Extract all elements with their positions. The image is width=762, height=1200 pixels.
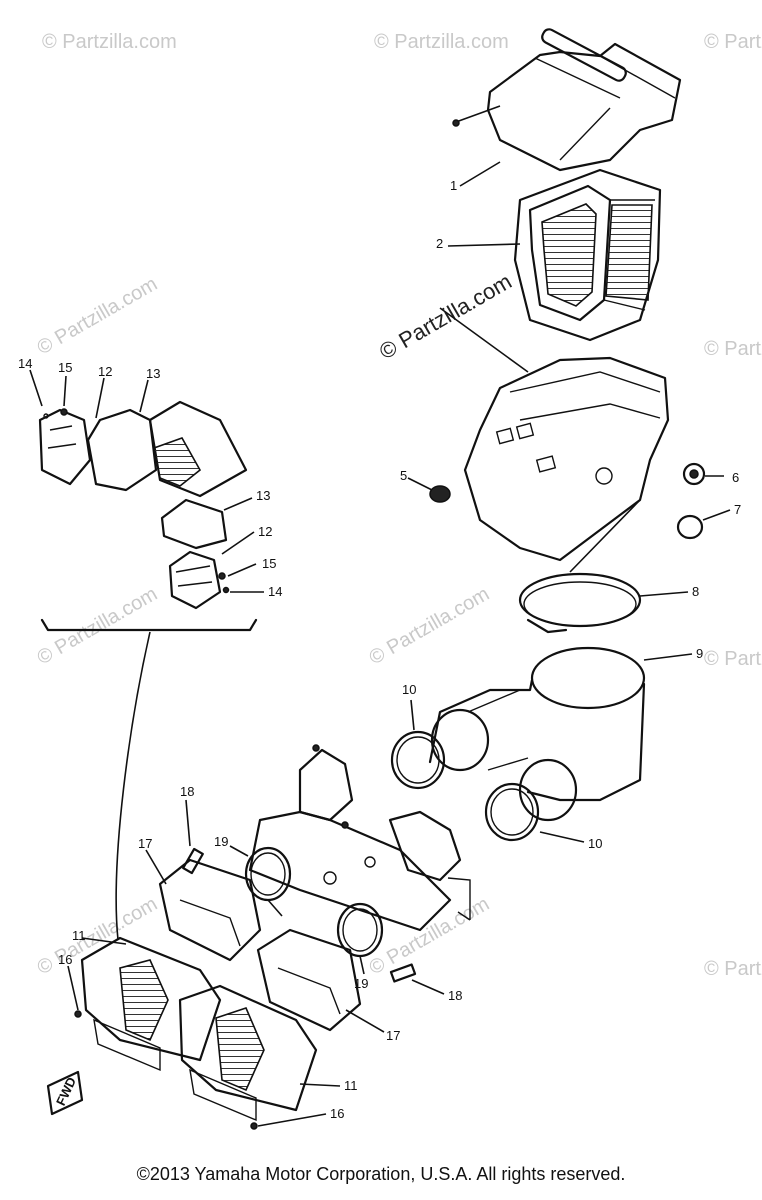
callout-16-lower: 16 bbox=[330, 1106, 344, 1121]
callout-14-top: 14 bbox=[18, 356, 32, 371]
watermark-11: © Partzilla.com bbox=[704, 958, 762, 980]
callout-11-upper: 11 bbox=[72, 928, 86, 943]
watermark-7: © Partzilla.com bbox=[366, 583, 494, 669]
callout-18-upper: 18 bbox=[180, 784, 194, 799]
callout-14-bottom: 14 bbox=[268, 584, 282, 599]
part-intake-joint bbox=[428, 646, 693, 822]
fwd-marker: FWD bbox=[46, 1070, 84, 1116]
callout-18-lower: 18 bbox=[448, 988, 462, 1003]
callout-6: 6 bbox=[732, 470, 739, 485]
copyright-notice: ©2013 Yamaha Motor Corporation, U.S.A. A… bbox=[136, 1164, 626, 1184]
part-reed-block-upper bbox=[80, 936, 222, 1072]
callout-12-bottom: 12 bbox=[258, 524, 272, 539]
callout-9: 9 bbox=[696, 646, 703, 661]
callout-5: 5 bbox=[400, 468, 407, 483]
part-reed-valve-detail bbox=[29, 369, 264, 941]
part-manifold-lower bbox=[256, 928, 385, 1033]
callout-12-top: 12 bbox=[98, 364, 112, 379]
callout-15-bottom: 15 bbox=[262, 556, 276, 571]
watermark-4: © Partzilla.com bbox=[34, 273, 162, 359]
watermark-6: © Partzilla.com bbox=[34, 583, 162, 669]
part-ring bbox=[676, 509, 731, 540]
watermark-8: © Partzilla.com bbox=[704, 648, 762, 670]
part-carb-clamp-lower bbox=[336, 902, 384, 975]
part-filter-element bbox=[513, 168, 662, 342]
watermark-2: © Partzilla.com bbox=[374, 31, 509, 53]
watermark-3: © Partzilla.com bbox=[704, 31, 762, 53]
part-air-case bbox=[439, 307, 670, 573]
callout-1: 1 bbox=[450, 178, 457, 193]
part-manifold-upper bbox=[145, 849, 262, 962]
part-cap bbox=[407, 477, 451, 503]
part-filter-cover bbox=[452, 28, 682, 172]
callout-19-upper: 19 bbox=[214, 834, 228, 849]
callout-16-upper: 16 bbox=[58, 952, 72, 967]
part-bolt-lower bbox=[389, 963, 445, 995]
callout-labels: 1 2 5 6 7 8 9 10 10 11 11 12 12 13 13 14… bbox=[18, 161, 741, 1121]
callout-10-lower: 10 bbox=[588, 836, 602, 851]
part-reed-block-lower bbox=[178, 984, 341, 1122]
callout-2: 2 bbox=[436, 236, 443, 251]
callout-13-bottom: 13 bbox=[256, 488, 270, 503]
callout-15-top: 15 bbox=[58, 360, 72, 375]
callout-7: 7 bbox=[734, 502, 741, 517]
watermark-1: © Partzilla.com bbox=[42, 31, 177, 53]
part-hose-clamp-lower bbox=[484, 782, 585, 843]
callout-11-lower: 11 bbox=[344, 1078, 358, 1093]
part-carb-clamp-upper bbox=[229, 845, 292, 917]
part-screw-upper bbox=[67, 965, 82, 1018]
callout-13-top: 13 bbox=[146, 366, 160, 381]
part-grommet bbox=[682, 462, 724, 486]
watermark-center: © Partzilla.com bbox=[375, 269, 516, 365]
watermark-10: © Partzilla.com bbox=[366, 893, 494, 979]
callout-10-upper: 10 bbox=[402, 682, 416, 697]
part-carburetor-assembly bbox=[248, 744, 471, 932]
part-band-clamp bbox=[518, 572, 689, 634]
callout-17-upper: 17 bbox=[138, 836, 152, 851]
watermark-5: © Partzilla.com bbox=[704, 338, 762, 360]
part-hose-clamp-upper bbox=[390, 699, 446, 790]
callout-19-lower: 19 bbox=[354, 976, 368, 991]
part-screw-lower bbox=[250, 1113, 327, 1130]
callout-17-lower: 17 bbox=[386, 1028, 400, 1043]
callout-8: 8 bbox=[692, 584, 699, 599]
